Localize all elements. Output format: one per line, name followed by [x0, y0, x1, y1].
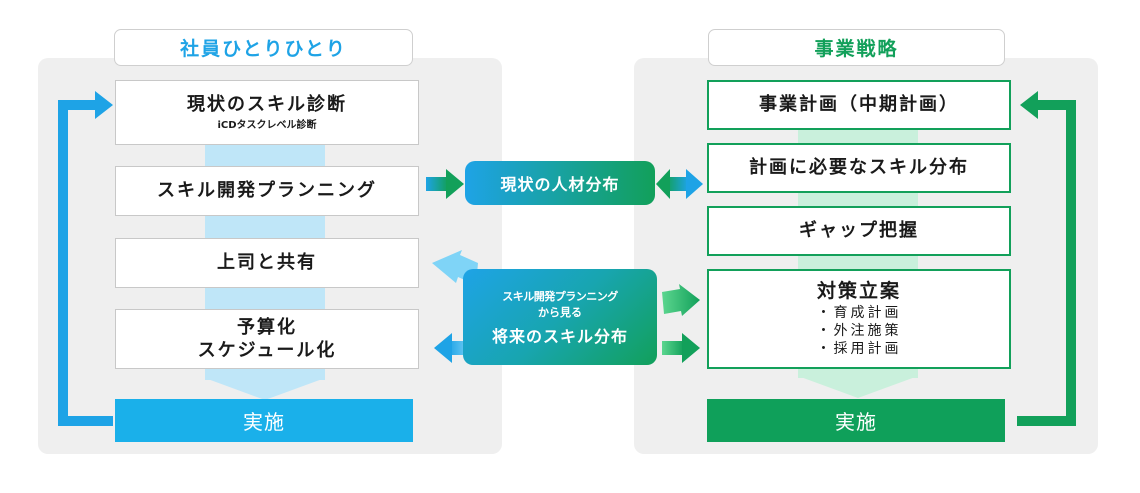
left-panel-title: 社員ひとりひとり	[114, 29, 413, 66]
right-exec-bar: 実施	[707, 399, 1005, 442]
arrow-to-top-pill-icon	[426, 169, 464, 199]
box-current-skill-diagnosis: 現状のスキル診断 iCDタスクレベル診断	[115, 80, 419, 145]
box-budget-schedule: 予算化 スケジュール化	[115, 309, 419, 369]
current-distribution-pill: 現状の人材分布	[465, 161, 655, 205]
left-loop-arrowhead-icon	[95, 91, 113, 119]
box-gap-analysis-title: ギャップ把握	[799, 220, 919, 242]
future-pill-line1: スキル開発プランニング	[502, 289, 618, 303]
arrow-to-countermeasure-upper-icon	[662, 284, 700, 316]
box-gap-analysis: ギャップ把握	[707, 206, 1011, 256]
box-countermeasures: 対策立案 ・育成計画 ・外注施策 ・採用計画	[707, 269, 1011, 369]
left-exec-bar: 実施	[115, 399, 413, 442]
right-loop-arrowhead-icon	[1020, 91, 1038, 119]
countermeasure-item: ・外注施策	[816, 323, 902, 340]
box-business-plan: 事業計画（中期計画）	[707, 80, 1011, 130]
box-countermeasures-title: 対策立案	[816, 280, 901, 303]
right-panel-title: 事業戦略	[708, 29, 1005, 66]
box-business-plan-title: 事業計画（中期計画）	[759, 94, 959, 116]
box-share-with-boss: 上司と共有	[115, 238, 419, 288]
box-budget-schedule-line1: 予算化	[237, 316, 297, 338]
box-budget-schedule-line2: スケジュール化	[197, 340, 337, 361]
countermeasure-item: ・育成計画	[816, 305, 902, 322]
bidirectional-arrow-icon	[656, 169, 703, 199]
box-skill-dev-planning: スキル開発プランニング	[115, 166, 419, 216]
box-required-skill-distribution: 計画に必要なスキル分布	[707, 143, 1011, 193]
arrow-to-countermeasure-lower-icon	[662, 333, 700, 363]
box-required-skill-distribution-title: 計画に必要なスキル分布	[749, 157, 969, 179]
box-skill-dev-planning-title: スキル開発プランニング	[157, 180, 377, 202]
future-pill-line3: 将来のスキル分布	[491, 326, 628, 346]
future-pill-line2: から見る	[538, 305, 582, 319]
future-distribution-pill: スキル開発プランニング から見る 将来のスキル分布	[463, 269, 657, 365]
countermeasure-item: ・採用計画	[816, 341, 902, 358]
box-current-skill-diagnosis-sub: iCDタスクレベル診断	[217, 119, 317, 131]
box-share-with-boss-title: 上司と共有	[217, 252, 317, 274]
box-current-skill-diagnosis-title: 現状のスキル診断	[187, 94, 347, 116]
